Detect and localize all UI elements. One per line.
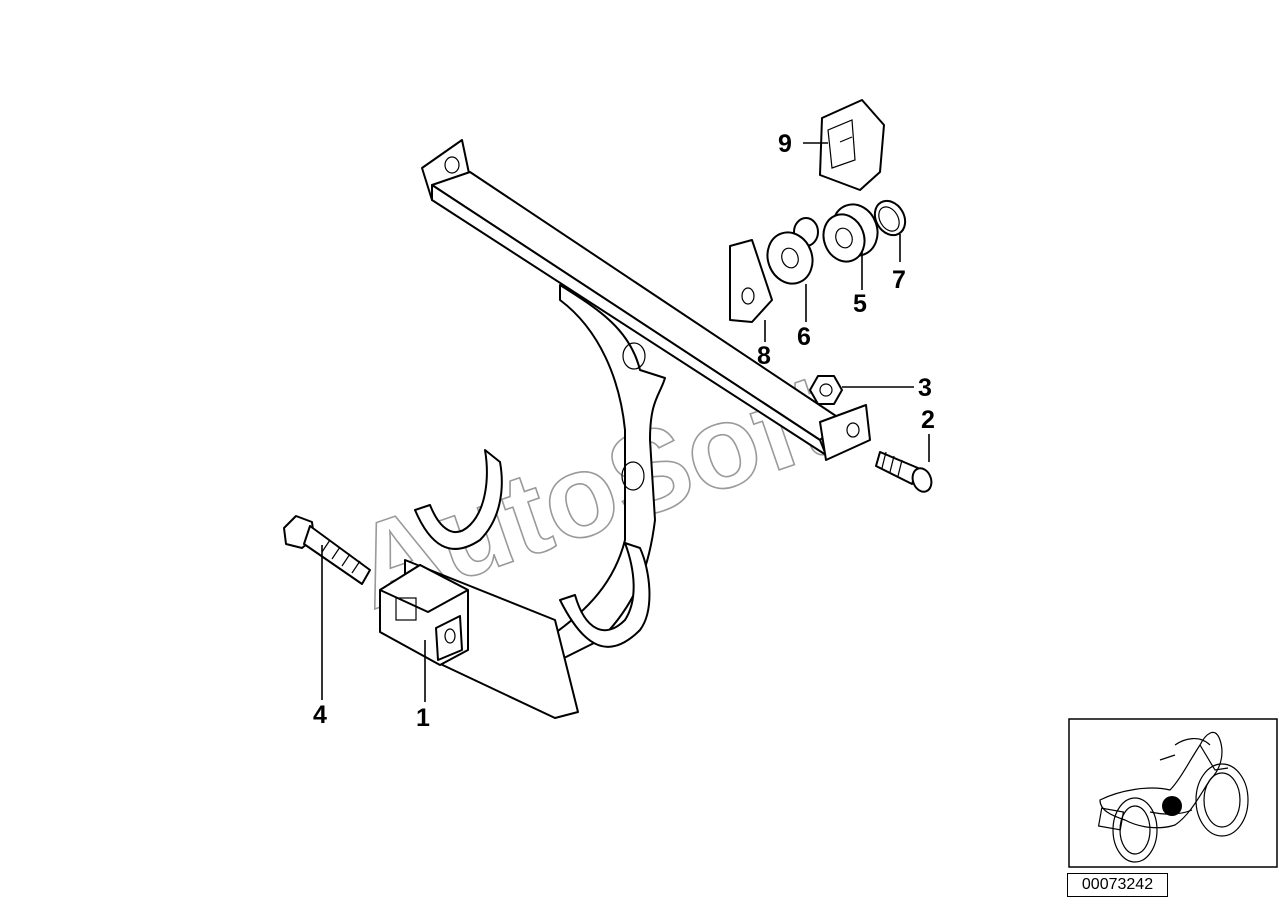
frame-bracket <box>379 139 871 719</box>
callout-8: 8 <box>757 342 771 370</box>
hex-nut-part <box>809 375 843 405</box>
grommet-part <box>822 203 879 263</box>
callout-2: 2 <box>921 406 935 434</box>
callout-5: 5 <box>853 290 867 318</box>
callout-3: 3 <box>918 374 932 402</box>
square-nut-part <box>729 239 773 323</box>
callout-6: 6 <box>797 323 811 351</box>
clip-part <box>819 99 885 191</box>
location-thumbnail <box>1068 718 1278 868</box>
screw-part <box>875 451 933 493</box>
motorcycle-icon <box>1097 731 1249 863</box>
ring-part <box>873 199 907 237</box>
reference-number: 00073242 <box>1067 873 1168 897</box>
long-bolt-part <box>283 515 371 585</box>
callout-9: 9 <box>778 130 792 158</box>
bushing-part <box>766 217 819 285</box>
leader-lines <box>321 142 930 702</box>
callout-7: 7 <box>892 266 906 294</box>
location-highlight-marker <box>1162 796 1182 816</box>
callout-1: 1 <box>416 704 430 732</box>
callout-4: 4 <box>313 701 327 729</box>
